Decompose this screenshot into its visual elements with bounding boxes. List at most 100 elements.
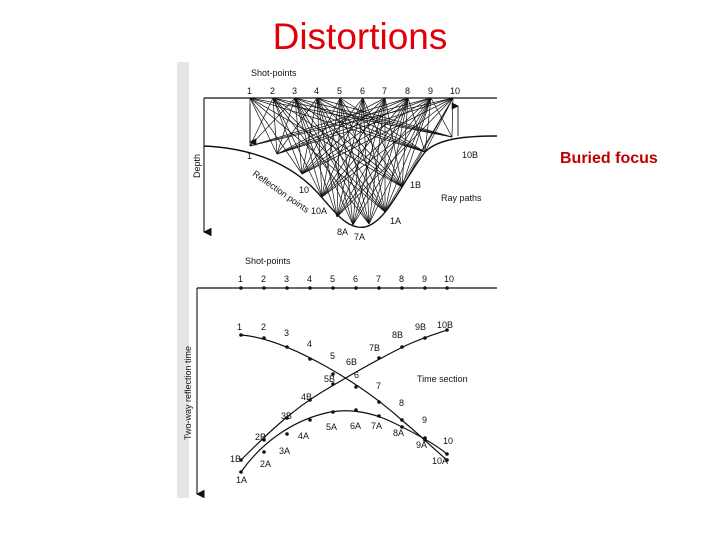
ray-line xyxy=(316,97,370,225)
curve-b-label: 2B xyxy=(255,432,266,442)
label-10a: 10A xyxy=(311,206,327,216)
ray-line xyxy=(336,97,432,218)
curve-point xyxy=(377,356,381,360)
bottom-shot-label: 7 xyxy=(376,274,381,284)
ray-line xyxy=(316,97,323,198)
top-shot-label: 10 xyxy=(450,86,460,96)
shot-tick-dot xyxy=(285,286,289,290)
curve-point xyxy=(285,345,289,349)
ray-line xyxy=(294,97,338,218)
curve-point xyxy=(445,452,449,456)
depth-axis-label: Depth xyxy=(192,154,202,178)
curve-a xyxy=(240,410,448,473)
ray-line xyxy=(294,97,403,188)
ray-line xyxy=(368,97,432,225)
ray-line xyxy=(321,97,409,198)
ray-line xyxy=(249,97,432,147)
ray-line xyxy=(294,97,303,175)
shot-points-heading-top: Shot-points xyxy=(251,68,297,78)
curve-a-label: 6A xyxy=(350,421,361,431)
curve-b-label: 1 xyxy=(237,322,242,332)
curve-point xyxy=(285,416,289,420)
ray-line xyxy=(339,97,403,188)
label-8a: 8A xyxy=(337,227,348,237)
label-10b: 10B xyxy=(462,150,478,160)
curve-b-label: 4 xyxy=(307,339,312,349)
reflector-syncline xyxy=(203,135,497,228)
ray-paths xyxy=(249,97,454,226)
curve-a-label: 5A xyxy=(326,422,337,432)
ray-line xyxy=(321,97,364,198)
ray-line xyxy=(249,97,409,147)
top-shot-label: 1 xyxy=(247,86,252,96)
curve-b-label: 9B xyxy=(415,322,426,332)
ray-line xyxy=(352,97,364,226)
curve-point xyxy=(400,418,404,422)
label-10: 10 xyxy=(299,185,309,195)
ray-line xyxy=(249,97,454,147)
curve-b-label: 10 xyxy=(443,436,453,446)
shot-tick-dot xyxy=(423,286,427,290)
curve-b-label: 8B xyxy=(392,330,403,340)
curve-b-label: 6B xyxy=(346,357,357,367)
ray-line xyxy=(424,97,454,153)
curve-point xyxy=(354,385,358,389)
ray-line xyxy=(301,97,432,175)
ray-line xyxy=(368,97,386,225)
label-1a: 1A xyxy=(390,216,401,226)
ray-line xyxy=(352,97,432,226)
ray-line xyxy=(301,97,386,175)
ray-line xyxy=(272,97,278,155)
curve-a-label: 1A xyxy=(236,475,247,485)
curve-b-label: 5B xyxy=(324,374,335,384)
curve-point xyxy=(308,398,312,402)
ray-line xyxy=(294,97,370,225)
bottom-shot-label: 2 xyxy=(261,274,266,284)
ray-line xyxy=(384,97,409,213)
ray-line xyxy=(336,97,364,218)
ray-line xyxy=(301,97,454,175)
curve-point xyxy=(239,458,243,462)
top-shot-label: 4 xyxy=(314,86,319,96)
ray-line xyxy=(451,97,454,138)
ray-line xyxy=(401,97,432,188)
curve-point xyxy=(423,336,427,340)
ray-line xyxy=(276,97,454,155)
slide-title: Distortions xyxy=(272,16,448,57)
ray-paths-label: Ray paths xyxy=(441,193,482,203)
curve-b-label: 4B xyxy=(301,392,312,402)
ray-line xyxy=(294,97,354,226)
curve-a-label: 4A xyxy=(298,431,309,441)
label-1b: 1B xyxy=(410,180,421,190)
bottom-shot-label: 5 xyxy=(330,274,335,284)
top-shot-label: 5 xyxy=(337,86,342,96)
ray-line xyxy=(339,97,354,226)
curve-point xyxy=(308,357,312,361)
curve-point xyxy=(262,450,266,454)
curve-point xyxy=(239,470,243,474)
ray-line xyxy=(276,97,409,155)
ray-line xyxy=(321,97,386,198)
top-shot-label: 9 xyxy=(428,86,433,96)
time-section-label: Time section xyxy=(417,374,468,384)
ray-line xyxy=(316,97,338,218)
shot-tick-dot xyxy=(262,286,266,290)
ray-line xyxy=(339,97,426,153)
curve-point xyxy=(354,408,358,412)
curve-point xyxy=(377,400,381,404)
ray-line xyxy=(249,97,403,188)
curve-point xyxy=(285,432,289,436)
bottom-shot-label: 4 xyxy=(307,274,312,284)
ray-line xyxy=(301,97,341,175)
curve-b-label: 7B xyxy=(369,343,380,353)
curve-point xyxy=(331,382,335,386)
ray-line xyxy=(276,97,318,155)
ray-line xyxy=(321,97,432,198)
bottom-shot-label: 10 xyxy=(444,274,454,284)
scan-strip xyxy=(177,62,189,498)
top-shot-label: 3 xyxy=(292,86,297,96)
top-shot-label: 6 xyxy=(360,86,365,96)
shot-points-heading-bottom: Shot-points xyxy=(245,256,291,266)
